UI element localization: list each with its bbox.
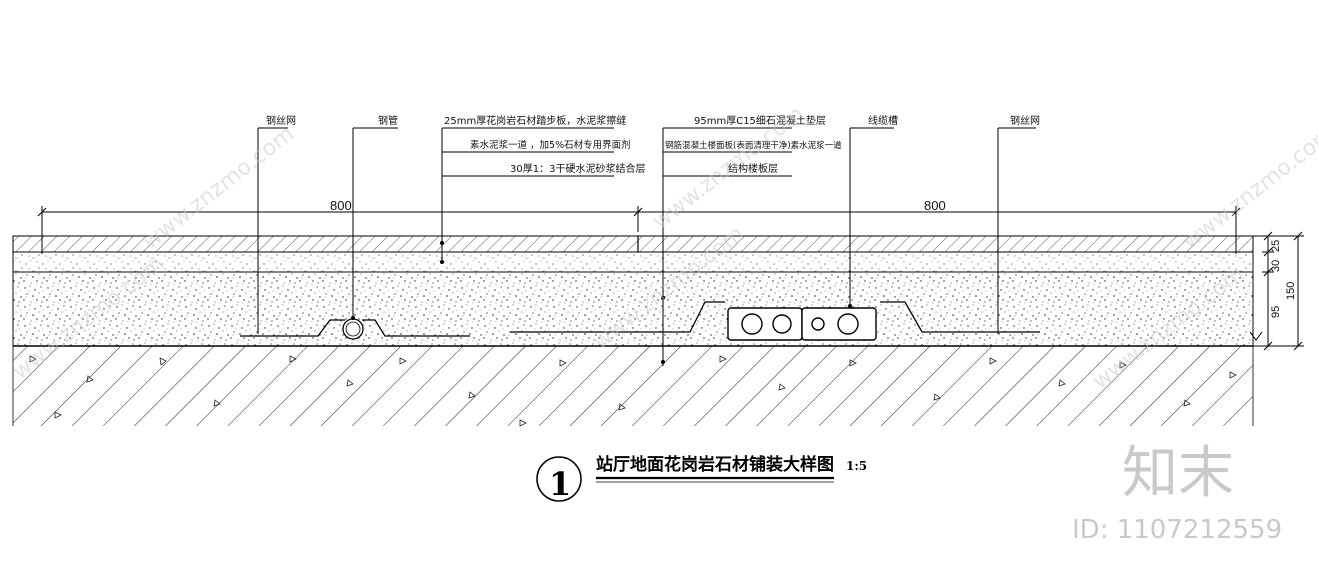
callout-steel-mesh-right: 钢丝网 [1010,114,1040,127]
leader-lines [257,127,1036,366]
callout-slab-surface: 钢筋混凝土楼面板(表面清理干净)素水泥浆一道 [665,140,842,151]
cable-tray [727,307,877,341]
aggregate-marks [29,355,1237,427]
callout-cable-tray: 线缆槽 [868,114,898,127]
callouts: 钢丝网 钢管 25mm厚花岗岩石材踏步板，水泥浆擦缝 素水泥浆一道 ，加5%石材… [266,114,1040,175]
concrete-layer [12,271,1254,347]
callout-cement-slurry: 素水泥浆一道 ，加5%石材专用界面剂 [470,139,631,151]
watermark-diag-6: www.znzmo.com [1178,121,1318,254]
vertical-dimension [1249,231,1304,351]
detail-number-circle [536,456,582,502]
callout-mortar-layer: 30厚1：3干硬水泥砂浆结合层 [510,162,645,175]
drawing-title: 1 站厅地面花岗岩石材铺装大样图 1:5 [536,454,867,503]
title-scale: 1:5 [846,459,867,473]
dim-left-span: 800 [330,198,352,213]
callout-stone-layer: 25mm厚花岗岩石材踏步板，水泥浆擦缝 [444,114,626,127]
dim-stone-thickness: 25 [1270,240,1282,252]
stone-layer [12,235,1254,253]
dim-total-thickness: 150 [1285,282,1297,300]
mortar-layer [12,251,1254,273]
callout-structural-slab: 结构楼板层 [728,162,778,175]
watermark-brand: 知末 [1122,441,1234,506]
watermark-diag-2: www.znzmo.com [138,121,299,254]
dim-concrete-thickness: 95 [1270,306,1282,318]
title-text: 站厅地面花岗岩石材铺装大样图 [596,454,834,475]
detail-number: 1 [549,465,571,503]
callout-steel-pipe: 钢管 [378,114,398,127]
horizontal-dimension [37,206,1241,254]
watermark-id: ID: 1107212559 [1072,515,1282,545]
callout-concrete-layer: 95mm厚C15细石混凝土垫层 [694,114,826,127]
callout-steel-mesh-left: 钢丝网 [266,114,296,127]
dim-mortar-thickness: 30 [1270,260,1282,272]
dim-right-span: 800 [924,198,946,213]
floor-section [12,235,1254,427]
structural-slab [13,346,1253,426]
